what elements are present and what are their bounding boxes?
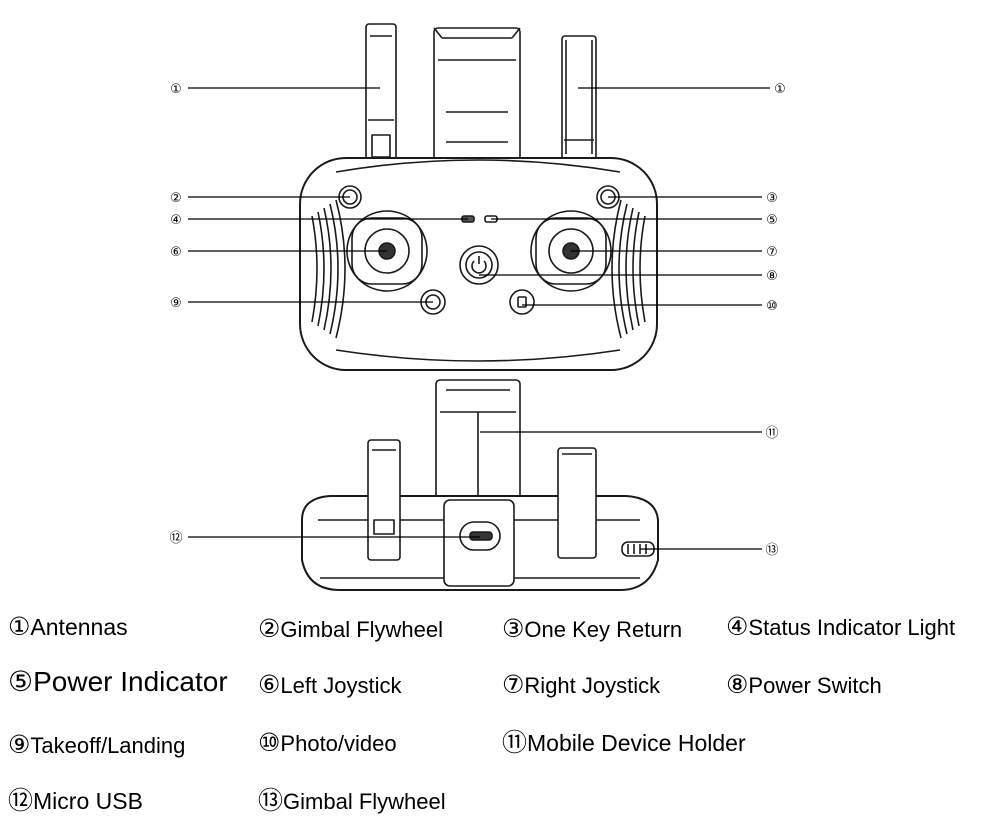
legend-item-one-key-return: ③One Key Return bbox=[502, 614, 683, 643]
callout-4: ④ bbox=[170, 213, 182, 228]
callout-8: ⑧ bbox=[766, 269, 778, 284]
callout-7: ⑦ bbox=[766, 245, 778, 260]
callout-13: ⑬ bbox=[765, 543, 778, 558]
legend-item-status-indicator-light: ④Status Indicator Light bbox=[726, 612, 956, 641]
legend-item-power-switch: ⑧Power Switch bbox=[726, 670, 882, 699]
power-switch-button[interactable] bbox=[459, 245, 499, 285]
callout-11: ⑪ bbox=[765, 426, 778, 441]
legend: ①Antennas ②Gimbal Flywheel ③One Key Retu… bbox=[0, 596, 1000, 832]
legend-item-left-joystick: ⑥Left Joystick bbox=[258, 670, 402, 699]
phone-holder-raised bbox=[435, 379, 521, 505]
legend-item-micro-usb: ⑫Micro USB bbox=[8, 786, 143, 815]
legend-item-photo-video: ⑩Photo/video bbox=[258, 728, 397, 757]
callout-3: ③ bbox=[766, 191, 778, 206]
legend-item-antennas: ①Antennas bbox=[8, 612, 128, 641]
phone-clamp-top bbox=[433, 27, 521, 161]
controller-body-front bbox=[301, 495, 659, 591]
callout-1-left: ① bbox=[170, 82, 182, 97]
legend-item-right-joystick: ⑦Right Joystick bbox=[502, 670, 661, 699]
photo-video-button[interactable] bbox=[509, 289, 535, 315]
callout-10: ⑩ bbox=[766, 299, 778, 314]
callout-5: ⑤ bbox=[766, 213, 778, 228]
left-antenna-folded bbox=[367, 439, 401, 561]
legend-item-power-indicator: ⑤Power Indicator bbox=[8, 665, 228, 698]
callout-2: ② bbox=[170, 191, 182, 206]
right-antenna bbox=[561, 35, 597, 160]
micro-usb-port[interactable] bbox=[469, 531, 493, 541]
legend-item-mobile-device-holder: ⑪Mobile Device Holder bbox=[502, 728, 746, 757]
legend-item-gimbal-flywheel: ②Gimbal Flywheel bbox=[258, 614, 444, 643]
callout-6: ⑥ bbox=[170, 245, 182, 260]
callout-1-right: ① bbox=[774, 82, 786, 97]
legend-item-takeoff-landing: ⑨Takeoff/Landing bbox=[8, 730, 186, 759]
callout-12: ⑫ bbox=[169, 531, 182, 546]
right-antenna-folded bbox=[557, 447, 597, 559]
left-antenna bbox=[365, 23, 397, 160]
controller-diagram: ① ① ② ③ ④ ⑤ ⑥ ⑦ ⑧ ⑨ ⑩ ⑪ ⑫ ⑬ bbox=[169, 23, 786, 591]
callout-9: ⑨ bbox=[170, 296, 182, 311]
legend-item-gimbal-flywheel-side: ⑬Gimbal Flywheel bbox=[258, 786, 446, 815]
